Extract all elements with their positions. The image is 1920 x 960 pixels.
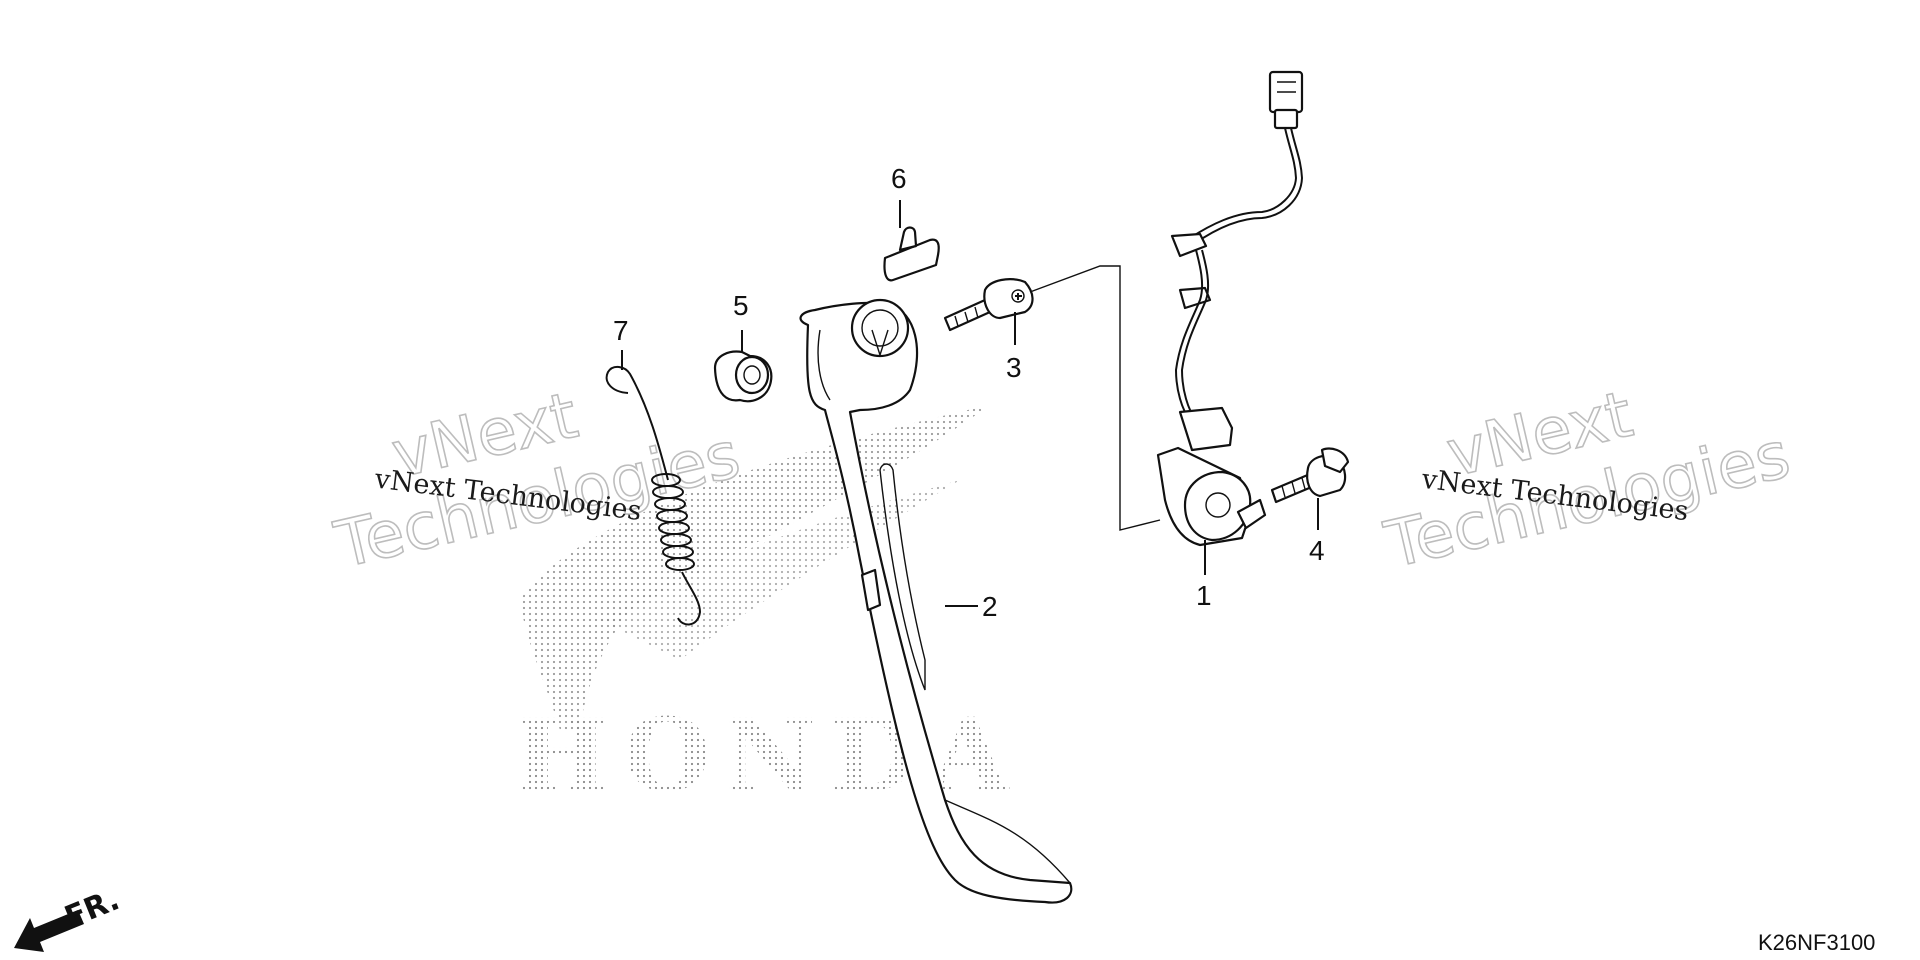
callout-4: 4 [1309,535,1325,566]
flange-bolt-part[interactable] [943,278,1034,332]
honda-logo-text: HONDA [515,696,1022,814]
side-stand-part[interactable] [799,298,1073,904]
callout-3: 3 [1006,352,1022,383]
direction-label: FR. [60,882,125,935]
front-direction-arrow: FR. [14,882,124,952]
callout-2: 2 [982,591,998,622]
callout-1: 1 [1196,580,1212,611]
diagram-code: K26NF3100 [1758,930,1875,955]
callout-7: 7 [613,315,629,346]
spring-part[interactable] [605,366,702,626]
collar-part[interactable] [713,350,773,403]
rubber-stopper-part[interactable] [883,226,940,282]
callout-5: 5 [733,290,749,321]
flange-bolt-part-2[interactable] [1270,447,1350,504]
leader-lines [621,200,1319,607]
callout-6: 6 [891,163,907,194]
side-stand-switch-part[interactable] [1156,70,1304,547]
